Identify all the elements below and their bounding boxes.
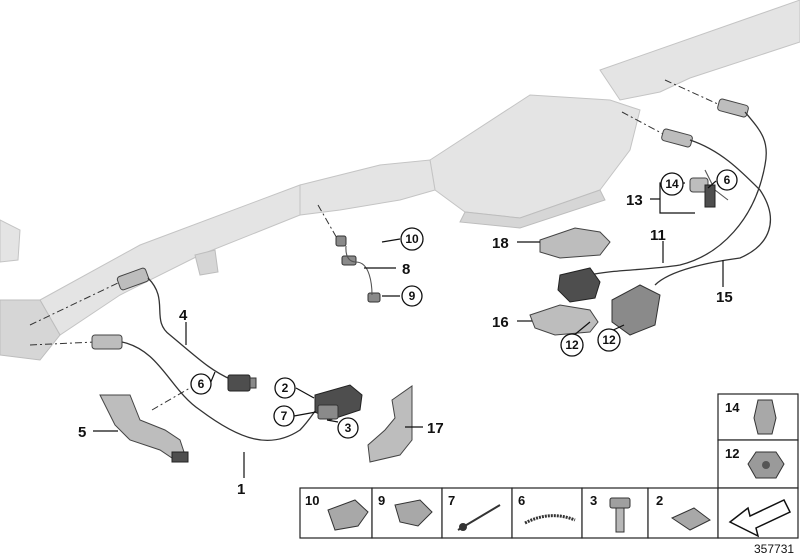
callouts: 1 4 5 8 11 13 15 16 17 18 6 2 7 3 10: [78, 169, 738, 498]
parts-table: 14 12 10 9 7 6 3 2: [299, 393, 799, 539]
callout-17: 17: [427, 420, 444, 437]
bracket-part-5: [99, 394, 189, 463]
parts-cell-3: [581, 487, 649, 539]
svg-text:2: 2: [282, 381, 289, 395]
control-unit-part-11: [557, 267, 601, 303]
sensor-centerlines: [29, 79, 721, 411]
bracket-part-16: [529, 304, 599, 336]
svg-text:6: 6: [724, 173, 731, 187]
callout-11: 11: [650, 227, 666, 244]
svg-text:12: 12: [725, 446, 739, 461]
callout-3-circled: 3: [337, 417, 359, 439]
components: [99, 177, 716, 463]
svg-text:7: 7: [448, 493, 455, 508]
harness-plug-connector: [227, 374, 257, 392]
callout-6-circled-left: 6: [190, 373, 212, 395]
wiring-harnesses: [121, 111, 771, 442]
clip-part-14-assembled: [689, 177, 716, 208]
callout-2-circled: 2: [274, 377, 296, 399]
callout-1: 1: [237, 481, 245, 498]
svg-text:12: 12: [565, 338, 579, 352]
callout-12-circled-left: 12: [560, 333, 584, 357]
document-number: 357731: [754, 542, 794, 556]
bolt-icon: [609, 497, 631, 533]
oxygen-sensor-rear-lower: [661, 128, 693, 148]
temperature-sensor-mid: [335, 235, 381, 303]
holder-icon: [394, 499, 433, 527]
sensor-control-unit: [314, 384, 363, 421]
bracket-clip-icon: [327, 499, 369, 531]
oxygen-sensor-rear-upper: [717, 98, 749, 118]
svg-text:3: 3: [590, 493, 597, 508]
callout-9-circled: 9: [401, 285, 423, 307]
callout-16: 16: [492, 314, 509, 331]
spring-nut-icon: [670, 507, 711, 531]
parts-cell-7: [441, 487, 513, 539]
bracket-part-17: [367, 385, 413, 463]
svg-text:3: 3: [345, 421, 352, 435]
svg-text:9: 9: [409, 289, 416, 303]
callout-8: 8: [402, 261, 410, 278]
sensor-module: [611, 284, 661, 336]
callout-6-circled-right: 6: [716, 169, 738, 191]
exhaust-system: [0, 0, 800, 361]
callout-18: 18: [492, 235, 509, 252]
callout-5: 5: [78, 424, 86, 441]
clip-icon: [753, 399, 777, 435]
svg-text:10: 10: [305, 493, 319, 508]
svg-text:10: 10: [405, 232, 419, 246]
oxygen-sensor-front-lower: [91, 334, 123, 350]
svg-text:6: 6: [518, 493, 525, 508]
callout-14-circled: 14: [660, 172, 684, 196]
callout-10-circled: 10: [400, 227, 424, 251]
svg-text:7: 7: [281, 409, 288, 423]
callout-4: 4: [179, 307, 188, 324]
svg-text:9: 9: [378, 493, 385, 508]
callout-15: 15: [716, 289, 733, 306]
svg-text:14: 14: [665, 177, 679, 191]
parts-cell-6: [511, 487, 583, 539]
callout-7-circled: 7: [273, 405, 295, 427]
svg-text:12: 12: [602, 333, 616, 347]
callout-12-circled-right: 12: [597, 328, 621, 352]
cable-clip-icon: [524, 514, 576, 525]
direction-arrow-icon: [728, 499, 792, 538]
svg-text:2: 2: [656, 493, 663, 508]
bracket-part-18: [539, 227, 611, 259]
callout-13: 13: [626, 192, 643, 209]
svg-text:14: 14: [725, 400, 740, 415]
oxygen-sensor-front-upper: [116, 267, 150, 291]
svg-text:6: 6: [198, 377, 205, 391]
cable-tie-icon: [457, 504, 501, 531]
oxygen-sensors: [91, 98, 749, 350]
